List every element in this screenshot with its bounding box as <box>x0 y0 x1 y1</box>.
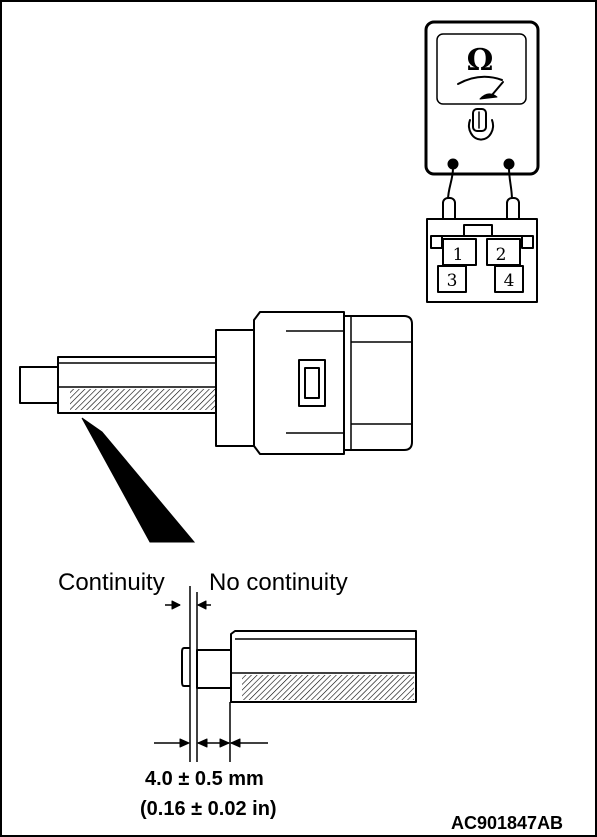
pin-4-label: 4 <box>504 271 515 291</box>
figure-code: AC901847AB <box>451 813 564 833</box>
no-continuity-label: No continuity <box>209 569 348 596</box>
selector-knob-icon <box>468 108 494 141</box>
dimension-mm-label: 4.0 ± 0.5 mm <box>145 768 264 790</box>
pin-3-label: 3 <box>447 271 458 291</box>
dimension-in-label: (0.16 ± 0.02 in) <box>140 798 277 820</box>
detail-pointer <box>81 417 196 543</box>
continuity-label: Continuity <box>58 569 165 596</box>
ohmmeter: Ω <box>424 20 540 247</box>
pin-2-label: 2 <box>496 245 507 265</box>
ohm-symbol-icon: Ω <box>467 43 494 78</box>
detail-view <box>154 586 417 762</box>
connector-diagram <box>426 218 538 303</box>
switch-body <box>19 311 413 455</box>
pin-1-label: 1 <box>453 245 464 265</box>
